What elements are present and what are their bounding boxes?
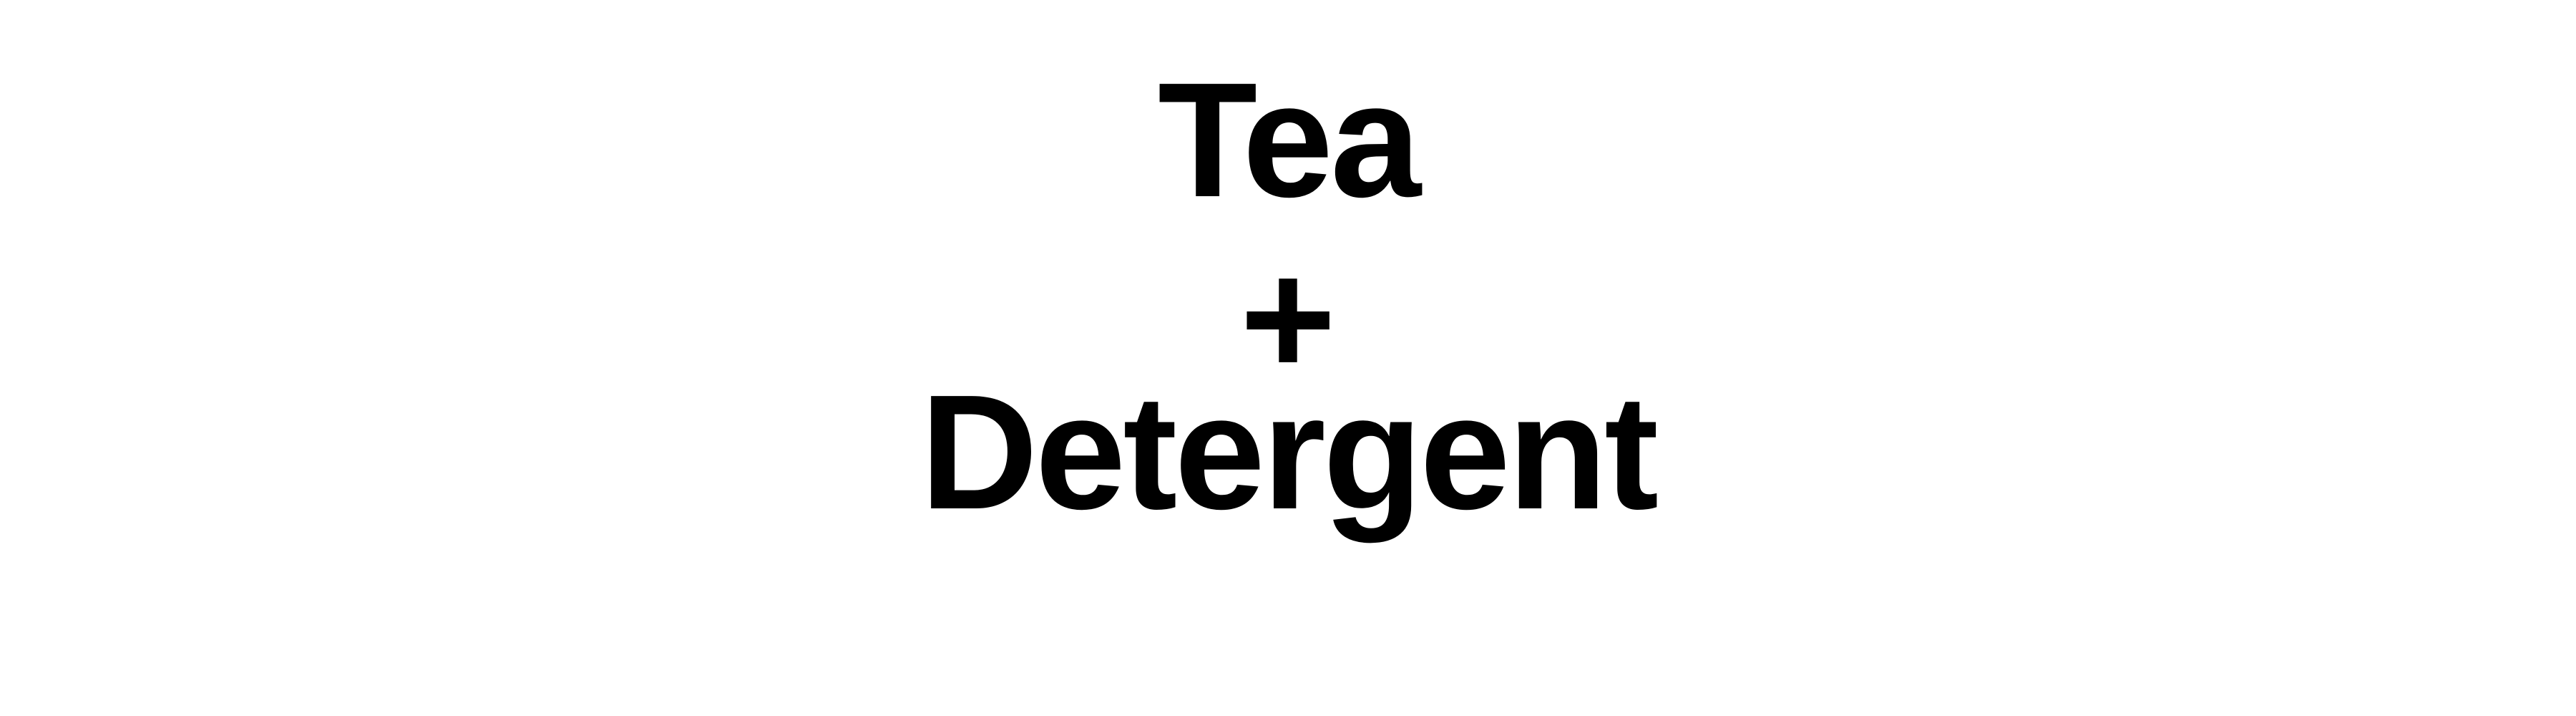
plus-sign: + xyxy=(1239,226,1337,410)
second-word: Detergent xyxy=(919,362,1659,543)
first-word: Tea xyxy=(1158,49,1421,231)
